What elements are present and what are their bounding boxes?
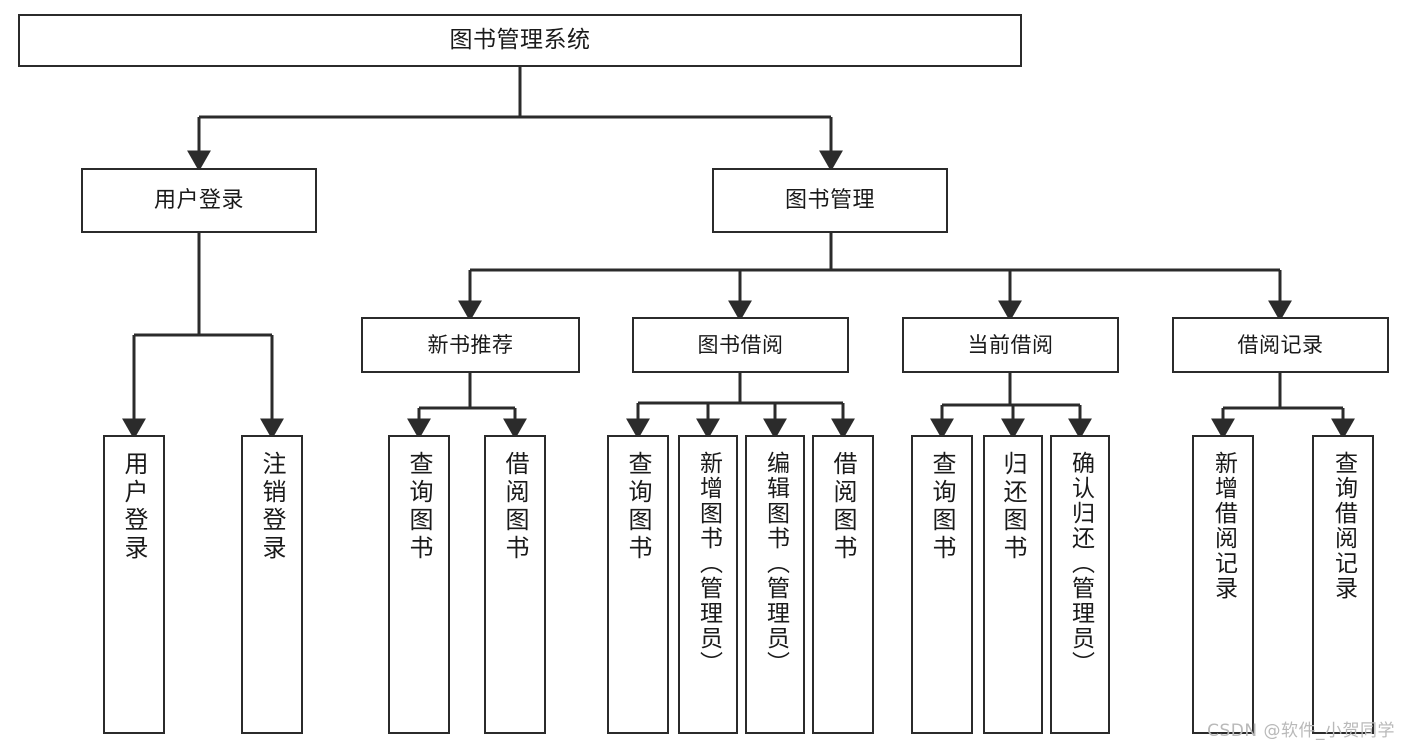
node-label: 当前借阅 xyxy=(967,332,1054,357)
node-label: 新增借阅记录 xyxy=(1210,451,1237,601)
leaf-node[interactable]: 新增借阅记录 xyxy=(1192,435,1254,734)
node-label: 新书推荐 xyxy=(427,332,514,357)
leaf-node[interactable]: 查询图书 xyxy=(388,435,450,734)
leaf-node[interactable]: 注销登录 xyxy=(241,435,303,734)
node-root[interactable]: 图书管理系统 xyxy=(18,14,1022,67)
node-book-borrow[interactable]: 图书借阅 xyxy=(632,317,849,373)
node-new-book-recommend[interactable]: 新书推荐 xyxy=(361,317,580,373)
leaf-node[interactable]: 归还图书 xyxy=(983,435,1043,734)
node-label: 借阅记录 xyxy=(1237,332,1324,357)
node-label: 编辑图书（管理员） xyxy=(762,451,789,676)
leaf-node[interactable]: 编辑图书（管理员） xyxy=(745,435,805,734)
node-label: 借阅图书 xyxy=(501,451,529,563)
node-user-login[interactable]: 用户登录 xyxy=(81,168,317,233)
node-label: 归还图书 xyxy=(999,451,1027,563)
node-label: 图书借阅 xyxy=(697,332,784,357)
node-label: 查询图书 xyxy=(624,451,652,563)
leaf-node[interactable]: 借阅图书 xyxy=(812,435,874,734)
leaf-node[interactable]: 查询图书 xyxy=(607,435,669,734)
csdn-watermark: CSDN @软件_小贺同学 xyxy=(1207,721,1395,741)
node-label: 新增图书（管理员） xyxy=(695,451,722,676)
node-label: 用户登录 xyxy=(153,187,244,213)
node-label: 查询借阅记录 xyxy=(1330,451,1357,601)
node-label: 查询图书 xyxy=(928,451,956,563)
leaf-node[interactable]: 用户登录 xyxy=(103,435,165,734)
node-current-borrow[interactable]: 当前借阅 xyxy=(902,317,1119,373)
leaf-node[interactable]: 新增图书（管理员） xyxy=(678,435,738,734)
leaf-node[interactable]: 查询图书 xyxy=(911,435,973,734)
node-label: 图书管理 xyxy=(784,187,875,213)
node-book-management[interactable]: 图书管理 xyxy=(712,168,948,233)
node-label: 注销登录 xyxy=(258,451,286,563)
leaf-node[interactable]: 借阅图书 xyxy=(484,435,546,734)
leaf-node[interactable]: 确认归还（管理员） xyxy=(1050,435,1110,734)
node-label: 图书管理系统 xyxy=(449,26,591,53)
node-borrow-record[interactable]: 借阅记录 xyxy=(1172,317,1389,373)
node-label: 查询图书 xyxy=(405,451,433,563)
leaf-node[interactable]: 查询借阅记录 xyxy=(1312,435,1374,734)
node-label: 确认归还（管理员） xyxy=(1067,451,1094,676)
node-label: 借阅图书 xyxy=(829,451,857,563)
node-label: 用户登录 xyxy=(120,451,148,563)
